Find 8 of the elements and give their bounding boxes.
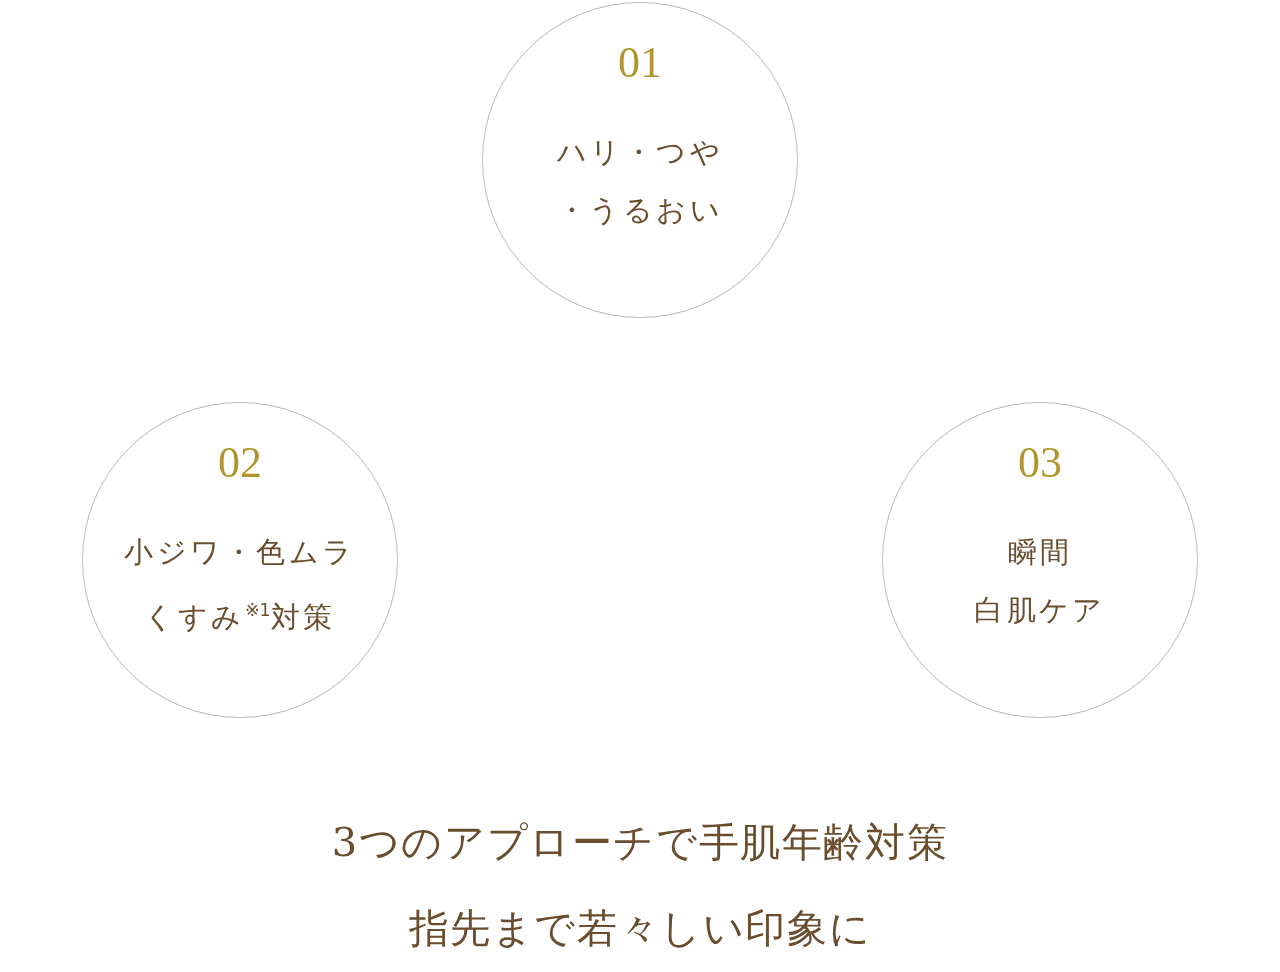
tagline-text: 指先まで若々しい印象に <box>408 904 872 952</box>
step-description: 小ジワ・色ムラくすみ$^{※1}$対策 <box>124 534 356 636</box>
step-description: ハリ・つや・うるおい <box>556 134 724 229</box>
step-number: 01 <box>618 41 662 85</box>
step-description: 瞬間白肌ケア <box>974 534 1106 629</box>
tagline-text: 3つのアプローチで手肌年齢対策 <box>331 818 949 866</box>
step-number: 03 <box>1018 441 1062 485</box>
step-number: 02 <box>218 441 262 485</box>
